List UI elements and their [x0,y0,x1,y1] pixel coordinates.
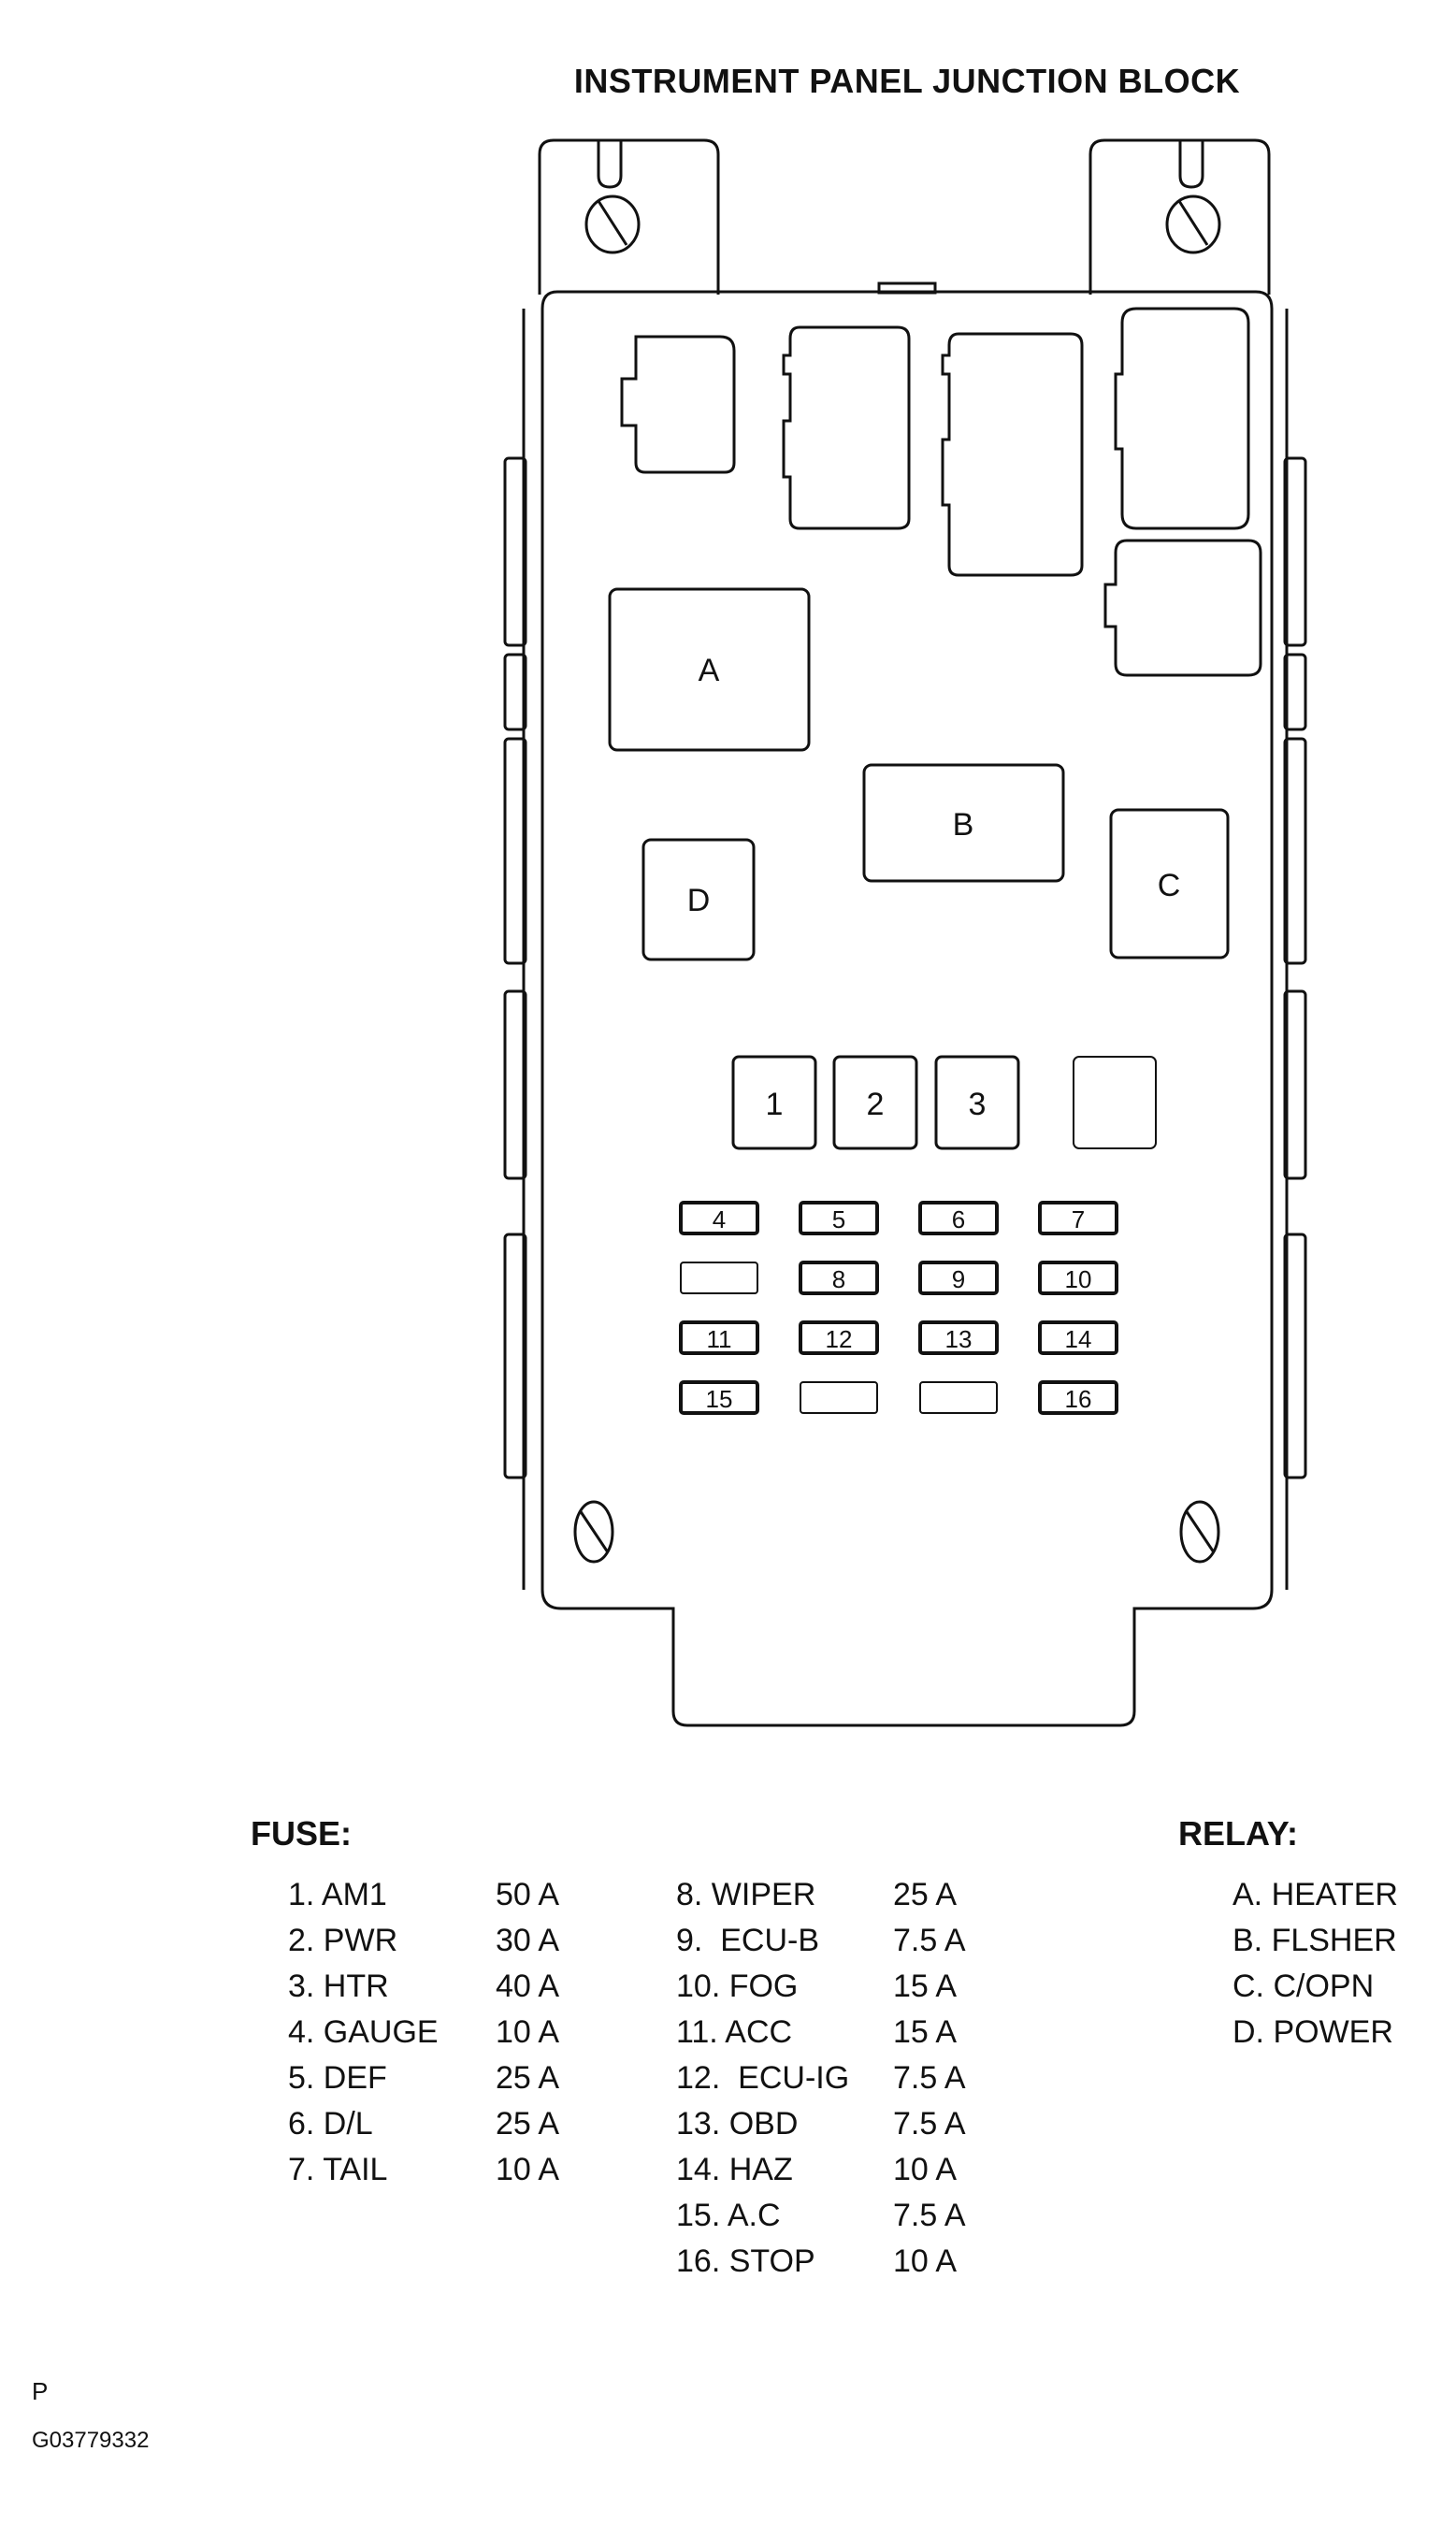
mini-fuse-12 [799,1320,879,1355]
relay-c [1109,808,1230,959]
relay-entry: A. HEATER [1233,1877,1398,1912]
left-mounting-ear [538,138,720,295]
mini-fuse-11-label: 11 [707,1325,732,1353]
relay-list: A. HEATER B. FLSHER C. C/OPN D. POWER [1233,1872,1448,2055]
mini-fuse-15-label: 15 [706,1385,733,1413]
relay-b-label: B [953,807,974,843]
large-fuse-3 [934,1055,1020,1150]
connector-sockets [620,307,1262,677]
mini-fuse-9-label: 9 [952,1265,965,1293]
right-mount-hole [1165,195,1221,254]
mini-fuse-14-label: 14 [1065,1325,1092,1353]
fuse-heading: FUSE: [251,1814,352,1853]
mini-fuse-12-label: 12 [826,1325,853,1353]
mini-fuse-16 [1038,1380,1118,1415]
relay-a [608,587,811,752]
relay-entry: C. C/OPN [1233,1969,1375,2004]
block-body [541,290,1274,1727]
mini-fuse-4-label: 4 [713,1205,726,1233]
mini-fuse-13 [918,1320,999,1355]
mini-fuse-8-label: 8 [832,1265,845,1293]
bottom-right-hole [1179,1500,1220,1564]
mini-fuses [679,1201,1118,1415]
relay-c-label: C [1158,868,1181,903]
mini-fuse-9 [918,1261,999,1295]
junction-block-diagram: A B C D 1 2 3 4 5 6 7 8 9 10 11 12 13 14… [503,138,1307,1727]
mini-fuse-16-label: 16 [1065,1385,1092,1413]
mini-fuse-15 [679,1380,759,1415]
footer-letter: P [32,2377,49,2405]
footer-code: G03779332 [32,2428,150,2453]
large-fuse-2 [832,1055,918,1150]
relay-d-label: D [687,883,711,918]
mini-fuse-6 [918,1201,999,1235]
mini-fuse-empty-1 [680,1262,758,1294]
large-fuse-1 [731,1055,817,1150]
diagram-title: INSTRUMENT PANEL JUNCTION BLOCK [573,62,1241,100]
mini-fuse-10 [1038,1261,1118,1295]
mini-fuse-7 [1038,1201,1118,1235]
left-mount-hole [584,195,641,254]
relay-entry: D. POWER [1233,2014,1393,2050]
mini-fuse-8 [799,1261,879,1295]
side-tabs [503,456,1307,1479]
relay-b [862,763,1065,883]
mini-fuse-14 [1038,1320,1118,1355]
large-fuse-1-label: 1 [766,1087,784,1122]
mini-fuse-5 [799,1201,879,1235]
large-fuse-3-label: 3 [969,1087,987,1122]
relay-a-label: A [699,653,720,688]
mini-fuse-13-label: 13 [945,1325,973,1353]
mini-fuse-empty-3 [919,1381,998,1414]
relay-entry: B. FLSHER [1233,1923,1397,1958]
mini-fuse-7-label: 7 [1072,1205,1085,1233]
bottom-left-hole [573,1500,614,1564]
relay-heading: RELAY: [1178,1814,1299,1853]
mini-fuse-11 [679,1320,759,1355]
mini-fuse-5-label: 5 [832,1205,845,1233]
large-fuse-2-label: 2 [867,1087,885,1122]
mini-fuse-4 [679,1201,759,1235]
mini-fuse-10-label: 10 [1065,1265,1092,1293]
relay-d [642,838,756,961]
large-fuse-empty [1073,1056,1157,1149]
mini-fuse-6-label: 6 [952,1205,965,1233]
mini-fuse-empty-2 [800,1381,878,1414]
